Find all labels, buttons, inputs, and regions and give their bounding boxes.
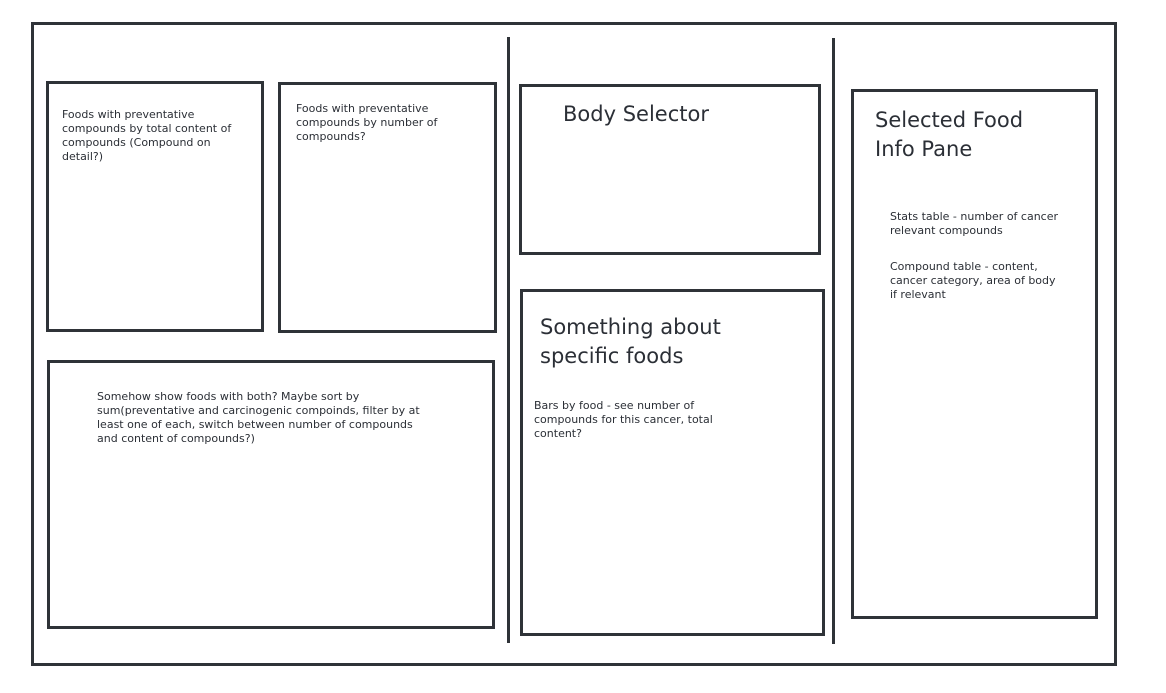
specific-foods-panel: Something about specific foods Bars by f…: [520, 289, 825, 636]
selected-food-title: Selected Food Info Pane: [875, 108, 1024, 161]
body-selector-panel[interactable]: Body Selector: [519, 84, 821, 255]
stats-table-note: Stats table - number of cancer relevant …: [890, 210, 1059, 237]
compound-table-note: Compound table - content, cancer categor…: [890, 260, 1056, 301]
foods-by-total-content-text: Foods with preventative compounds by tot…: [62, 108, 232, 163]
foods-with-both-text: Somehow show foods with both? Maybe sort…: [97, 390, 420, 445]
foods-by-number-of-compounds-panel: Foods with preventative compounds by num…: [278, 82, 497, 333]
dashboard-wireframe-frame: [31, 22, 1117, 666]
foods-with-both-panel: Somehow show foods with both? Maybe sort…: [47, 360, 495, 629]
column-divider-right: [832, 38, 835, 644]
selected-food-info-pane: Selected Food Info Pane Stats table - nu…: [851, 89, 1098, 619]
foods-by-number-of-compounds-text: Foods with preventative compounds by num…: [296, 102, 438, 143]
specific-foods-title: Something about specific foods: [540, 315, 721, 368]
foods-by-total-content-panel: Foods with preventative compounds by tot…: [46, 81, 264, 332]
specific-foods-note: Bars by food - see number of compounds f…: [534, 399, 713, 440]
column-divider-left: [507, 37, 510, 643]
body-selector-title: Body Selector: [563, 102, 709, 126]
